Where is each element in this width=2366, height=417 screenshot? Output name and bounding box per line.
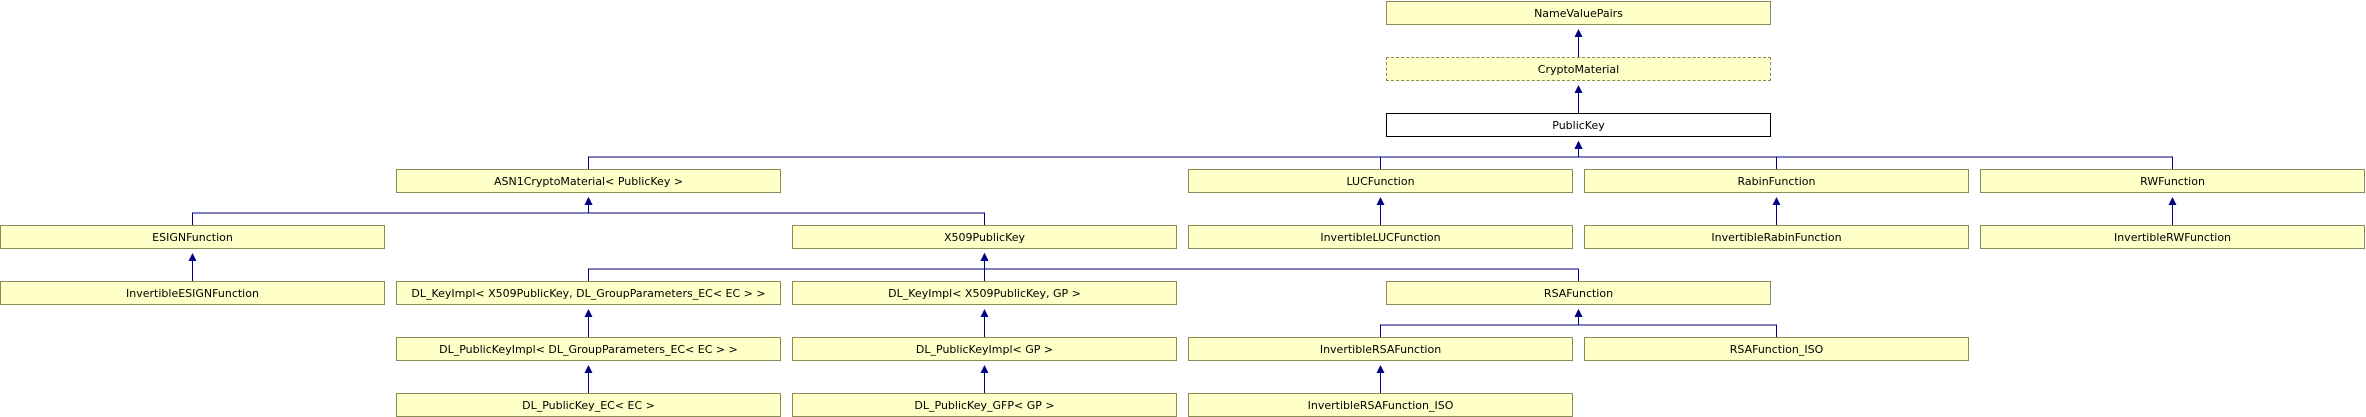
class-node-rsafunction[interactable]: RSAFunction [1386,281,1771,305]
class-node-invertiblerabinfunction[interactable]: InvertibleRabinFunction [1584,225,1969,249]
class-node-dl-publickeyimpl-ec[interactable]: DL_PublicKeyImpl< DL_GroupParameters_EC<… [396,337,781,361]
inherits-edge-rsafunction_iso-rsafunction [1574,309,1777,337]
class-node-rabinfunction[interactable]: RabinFunction [1584,169,1969,193]
inherits-edge-lucfunction-publickey [1380,141,1583,169]
inherits-edge-rsafunction-x509publickey [980,253,1579,281]
inherits-edge-rwfunction-publickey [1574,141,2173,169]
class-node-rsafunction-iso[interactable]: RSAFunction_ISO [1584,337,1969,361]
class-node-dl-publickey-ec[interactable]: DL_PublicKey_EC< EC > [396,393,781,417]
class-node-namevaluepairs[interactable]: NameValuePairs [1386,1,1771,25]
class-node-dl-keyimpl-gp[interactable]: DL_KeyImpl< X509PublicKey, GP > [792,281,1177,305]
class-node-dl-publickey-gfp[interactable]: DL_PublicKey_GFP< GP > [792,393,1177,417]
inherits-edge-dl_keyimpl_ec-x509publickey [588,253,989,281]
class-node-x509publickey[interactable]: X509PublicKey [792,225,1177,249]
inherits-edge-x509publickey-asn1cryptomaterial [584,197,985,225]
class-node-invertiblersafunction-iso[interactable]: InvertibleRSAFunction_ISO [1188,393,1573,417]
class-node-rwfunction[interactable]: RWFunction [1980,169,2365,193]
class-node-publickey: PublicKey [1386,113,1771,137]
class-node-dl-keyimpl-ec[interactable]: DL_KeyImpl< X509PublicKey, DL_GroupParam… [396,281,781,305]
inherits-edge-invertiblersafunction-rsafunction [1380,309,1583,337]
class-node-invertiblerwfunction[interactable]: InvertibleRWFunction [1980,225,2365,249]
class-node-invertiblersafunction[interactable]: InvertibleRSAFunction [1188,337,1573,361]
class-node-lucfunction[interactable]: LUCFunction [1188,169,1573,193]
inherits-edge-esignfunction-asn1cryptomaterial [192,197,593,225]
class-node-cryptomaterial[interactable]: CryptoMaterial [1386,57,1771,81]
class-node-invertibleesignfunction[interactable]: InvertibleESIGNFunction [0,281,385,305]
class-node-asn1cryptomaterial[interactable]: ASN1CryptoMaterial< PublicKey > [396,169,781,193]
class-node-esignfunction[interactable]: ESIGNFunction [0,225,385,249]
class-node-dl-publickeyimpl-gp[interactable]: DL_PublicKeyImpl< GP > [792,337,1177,361]
class-node-invertiblelucfunction[interactable]: InvertibleLUCFunction [1188,225,1573,249]
